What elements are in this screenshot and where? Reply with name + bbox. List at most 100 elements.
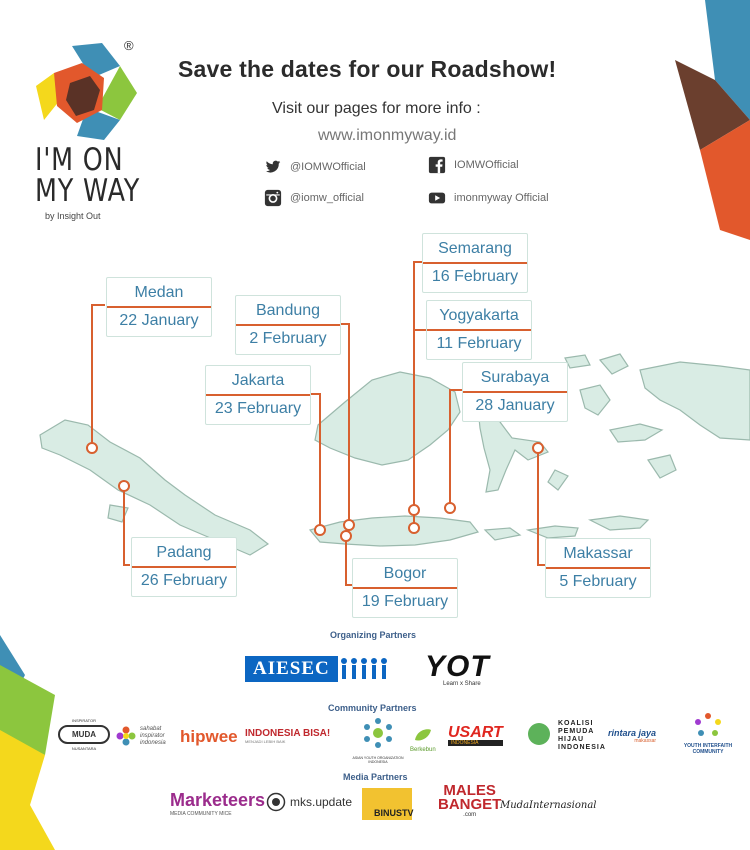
usart-sub: INDONESIA — [448, 740, 503, 746]
youtube-handle-text: imonmyway Official — [454, 192, 549, 204]
rintara-jaya-sub: makassar — [634, 738, 657, 744]
youtube-icon — [428, 192, 446, 204]
city-date: 23 February — [214, 400, 302, 417]
instagram-icon — [264, 189, 282, 207]
rintara-jaya-logo: rintara jaya makassar — [608, 728, 656, 744]
city-name: Medan — [134, 284, 184, 301]
berkebun-text: Berkebun — [410, 747, 436, 753]
sumatra-island — [39, 419, 270, 556]
website-link[interactable]: www.imonmyway.id — [318, 127, 457, 144]
papua-island — [639, 361, 750, 441]
green-circle-badge — [528, 723, 550, 745]
city-name: Bogor — [383, 565, 427, 582]
aiesec-wordmark: AIESEC — [245, 656, 338, 682]
inspirator-muda-logo: INSPIRATOR MUDA NUSANTARA — [58, 718, 110, 751]
city-card-bandung: Bandung 2 February — [235, 295, 341, 355]
city-name: Makassar — [563, 545, 633, 562]
youth-interfaith-logo: YOUTH INTERFAITH COMMUNITY — [680, 712, 736, 755]
city-name: Semarang — [438, 240, 512, 257]
city-name: Yogyakarta — [439, 307, 519, 324]
city-date: 11 February — [436, 335, 522, 352]
city-date: 5 February — [559, 573, 637, 590]
sahabat-inspirator-logo: sahabat inspirator indonesia — [115, 725, 172, 747]
brand-name: I'M ON MY WAY — [35, 145, 140, 207]
people-silhouette-icon — [340, 658, 387, 679]
dots-ring-icon — [695, 713, 721, 736]
kalimantan-island — [314, 371, 461, 466]
youth-interfaith-text: YOUTH INTERFAITH COMMUNITY — [683, 743, 733, 755]
bottom-left-geometric-decoration — [0, 635, 55, 850]
city-date: 26 February — [140, 572, 228, 589]
asian-youth-org-text: ASIAN YOUTH ORGANIZATION INDONESIA — [352, 756, 404, 764]
sahabat-inspirator-text: sahabat inspirator indonesia — [140, 725, 166, 746]
yot-logo: YOT Learn x Share — [425, 650, 490, 687]
asian-youth-org-logo: ASIAN YOUTH ORGANIZATION INDONESIA — [350, 715, 406, 764]
inspirator-muda-top: INSPIRATOR — [71, 718, 97, 723]
media-partners-label: Media Partners — [343, 772, 408, 782]
city-card-makassar: Makassar 5 February — [545, 538, 651, 598]
city-card-semarang: Semarang 16 February — [422, 233, 528, 293]
leaf-icon — [414, 729, 431, 741]
top-right-geometric-decoration — [675, 0, 750, 240]
males-banget-logo: MALES BANGET .com — [438, 782, 502, 819]
usart-wordmark: USART — [448, 724, 503, 741]
twitter-handle[interactable]: @IOMWOfficial — [264, 158, 366, 176]
twitter-handle-text: @IOMWOfficial — [290, 161, 366, 173]
brand-byline: by Insight Out — [45, 211, 101, 221]
mks-update-logo: mks.update — [266, 792, 352, 812]
banget-wordmark: BANGET — [438, 796, 502, 813]
flower-icon — [116, 726, 136, 746]
brand-name-line-2: MY WAY — [35, 173, 141, 209]
banget-domain: .com — [463, 812, 477, 818]
inspirator-muda-bottom: NUSANTARA — [71, 746, 97, 751]
indonesia-bisa-sub: MENJADI LEBIH BAIK — [245, 739, 286, 744]
koalisi-pemuda-hijau-logo: KOALISI PEMUDA HIJAU INDONESIA — [558, 720, 606, 751]
marketeers-logo: Marketeers MEDIA COMMUNITY MICE — [170, 790, 265, 817]
youtube-handle[interactable]: imonmyway Official — [428, 189, 549, 207]
city-card-surabaya: Surabaya 28 January — [462, 362, 568, 422]
iomw-logo-mark — [36, 43, 137, 140]
twitter-icon — [265, 160, 281, 173]
facebook-icon — [428, 156, 446, 174]
city-name: Surabaya — [480, 369, 550, 386]
circle-badge-icon — [266, 792, 286, 812]
city-card-bogor: Bogor 19 February — [352, 558, 458, 618]
facebook-handle-text: IOMWOfficial — [454, 159, 519, 171]
city-card-yogyakarta: Yogyakarta 11 February — [426, 300, 532, 360]
usart-logo: USART INDONESIA — [448, 724, 503, 746]
star-burst-icon — [364, 718, 392, 748]
city-date: 28 January — [475, 397, 555, 414]
city-date: 16 February — [431, 268, 519, 285]
inspirator-muda-wordmark: MUDA — [58, 725, 110, 744]
community-partners-label: Community Partners — [328, 703, 417, 713]
instagram-handle[interactable]: @iomw_official — [264, 189, 364, 207]
rintara-jaya-wordmark: rintara jaya — [608, 728, 657, 738]
binustv-wordmark: BINUSTV — [374, 808, 414, 818]
city-name: Jakarta — [231, 372, 285, 389]
city-date: 19 February — [361, 593, 449, 610]
city-card-jakarta: Jakarta 23 February — [205, 365, 311, 425]
binustv-logo: BINUSTV — [362, 788, 414, 820]
page-subtitle: Visit our pages for more info : — [272, 100, 481, 117]
yot-wordmark: YOT — [425, 650, 490, 683]
city-name: Padang — [156, 544, 212, 561]
aiesec-logo: AIESEC — [245, 656, 405, 682]
facebook-handle[interactable]: IOMWOfficial — [428, 156, 519, 174]
hipwee-logo: hipwee — [180, 727, 238, 746]
males-wordmark: MALES — [443, 782, 496, 799]
organizing-partners-label: Organizing Partners — [330, 630, 417, 640]
berkebun-logo: Berkebun — [410, 728, 436, 753]
city-name: Bandung — [255, 302, 321, 319]
muda-internasional-logo: MudaInternasional — [500, 800, 597, 811]
instagram-handle-text: @iomw_official — [290, 192, 364, 204]
city-card-medan: Medan 22 January — [106, 277, 212, 337]
indonesia-bisa-wordmark: INDONESIA BISA! — [245, 728, 331, 739]
marketeers-wordmark: Marketeers — [170, 790, 266, 810]
yot-tagline: Learn x Share — [443, 681, 481, 687]
city-card-padang: Padang 26 February — [131, 537, 237, 597]
registered-mark: ® — [124, 38, 134, 53]
indonesia-bisa-logo: INDONESIA BISA! MENJADI LEBIH BAIK — [245, 728, 330, 744]
mks-update-text: mks.update — [290, 795, 353, 809]
brand-name-line-1: I'M ON — [35, 142, 124, 178]
